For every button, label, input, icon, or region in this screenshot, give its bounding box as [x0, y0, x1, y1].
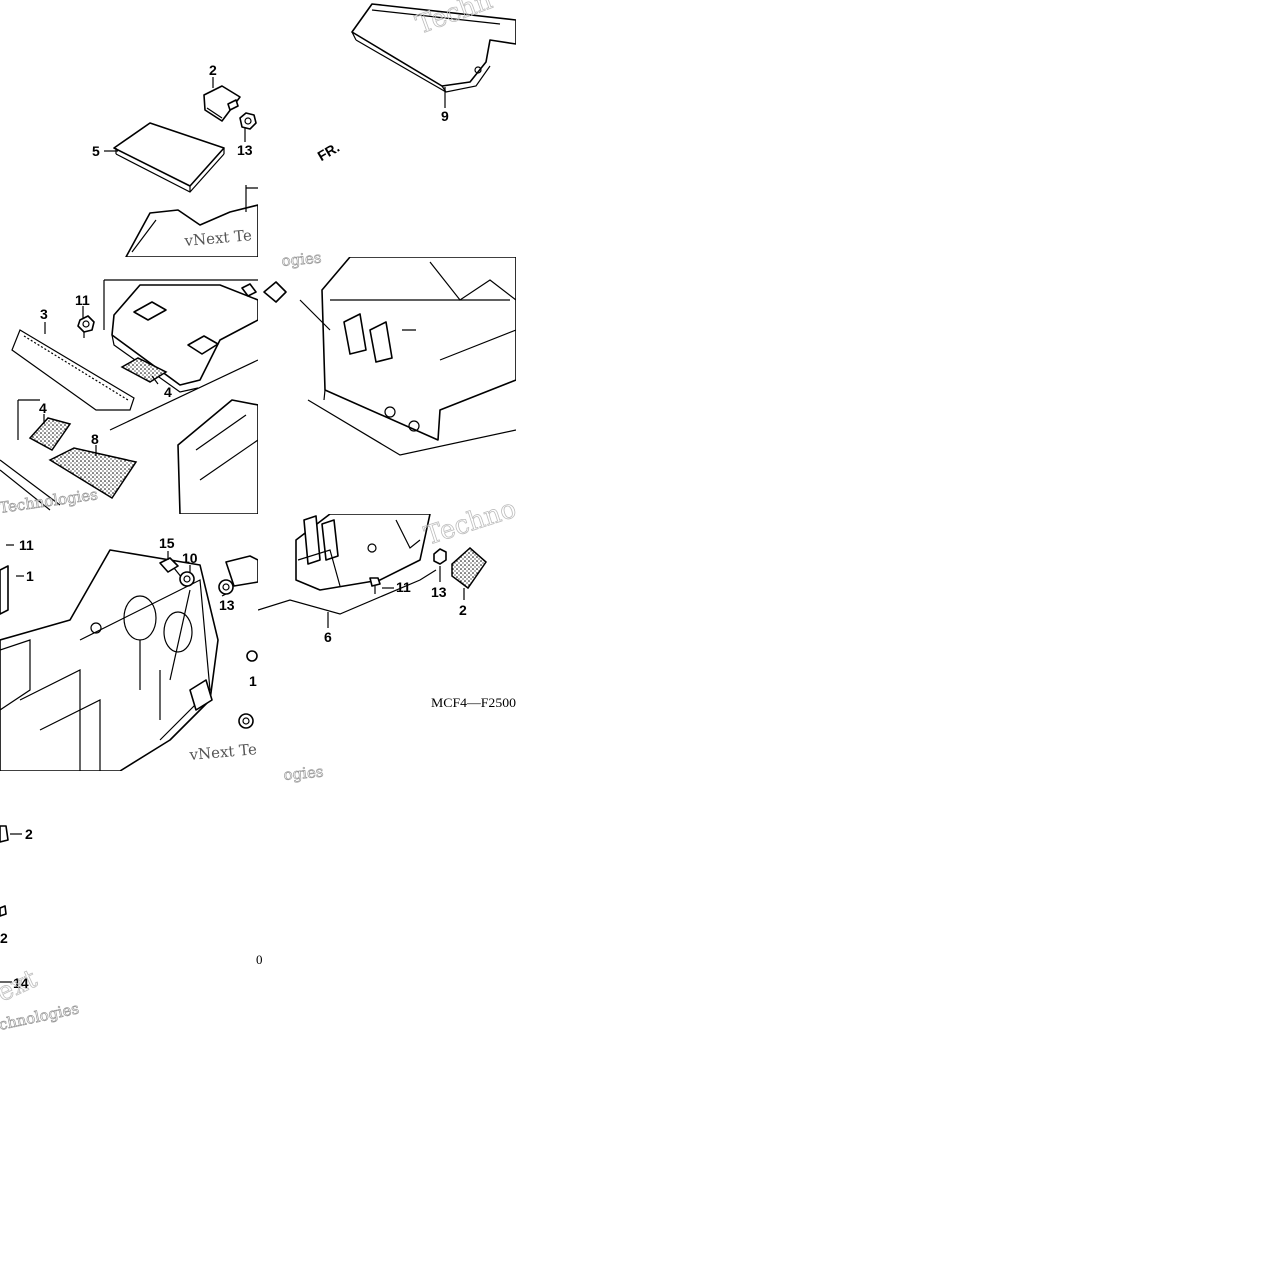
part-5-cover [113, 122, 225, 193]
part-13-nut-b [218, 579, 234, 595]
callout-4: 4 [39, 400, 47, 416]
callout-2: 2 [459, 602, 467, 618]
part-7-bracket [111, 284, 258, 393]
tile-bottom-right [258, 514, 487, 628]
callout-9: 9 [441, 108, 449, 124]
callout-1: 1 [249, 673, 257, 689]
callout-5: 5 [92, 143, 100, 159]
watermark-text: Technologies [0, 485, 99, 517]
callout-11: 11 [75, 292, 90, 308]
callout-1: 1 [26, 568, 34, 584]
part-8-pad [48, 447, 138, 500]
tile-bottom-left [0, 544, 258, 771]
watermark-text: vNext Te [188, 740, 258, 764]
callout-8: 8 [91, 431, 99, 447]
watermark-text: vNext Te [183, 226, 253, 250]
callout-2: 2 [0, 930, 8, 946]
part-9-panel [351, 3, 516, 93]
watermark-text: ogies [283, 763, 324, 784]
callout-4: 4 [164, 384, 172, 400]
callout-13: 13 [219, 597, 235, 613]
part-13-nut-c [238, 713, 254, 729]
callout-13: 13 [431, 584, 447, 600]
callout-14: 14 [13, 975, 29, 991]
callout-2: 2 [25, 826, 33, 842]
stray-glyph: 0 [256, 952, 263, 967]
fragment-bottom [0, 825, 22, 983]
callout-15: 15 [159, 535, 175, 551]
callout-2: 2 [209, 62, 217, 78]
watermark-text: Techno [421, 494, 520, 552]
callout-11: 11 [19, 537, 34, 553]
callout-11: 11 [396, 579, 411, 595]
part-12-tray [299, 257, 516, 456]
tile-mid-right [263, 257, 516, 456]
part-13-nut [239, 112, 257, 130]
tile-top-left [104, 77, 258, 257]
tile-mid-left [0, 279, 258, 514]
part-4-pad-a [120, 357, 168, 383]
part-2-reflector [451, 547, 487, 590]
part-2-plate [203, 85, 241, 122]
callout-13: 13 [237, 142, 253, 158]
watermark-text: ogies [281, 249, 322, 270]
part-10-grommet [179, 571, 195, 587]
direction-label: FR. [315, 139, 343, 164]
part-3-seal [11, 329, 135, 411]
watermark-text: ext [0, 964, 42, 1009]
tile-top-right [351, 3, 516, 108]
part-11-bolt [77, 315, 95, 338]
watermark: vNext Te Techn ogies Technologies vNext … [0, 0, 520, 1034]
diagram-code: MCF4—F2500 [431, 695, 516, 710]
part-6-seal-strip [258, 569, 437, 615]
callout-6: 6 [324, 629, 332, 645]
part-11-screw [369, 577, 381, 594]
callout-10: 10 [182, 550, 198, 566]
callout-3: 3 [40, 306, 48, 322]
part-1-rear-fender [0, 549, 219, 771]
part-4-pad-b [28, 417, 72, 451]
callouts: 2 13 5 9 11 3 4 4 8 11 1 15 10 13 1 11 1… [0, 62, 467, 991]
part-13-nut-d [433, 548, 447, 565]
